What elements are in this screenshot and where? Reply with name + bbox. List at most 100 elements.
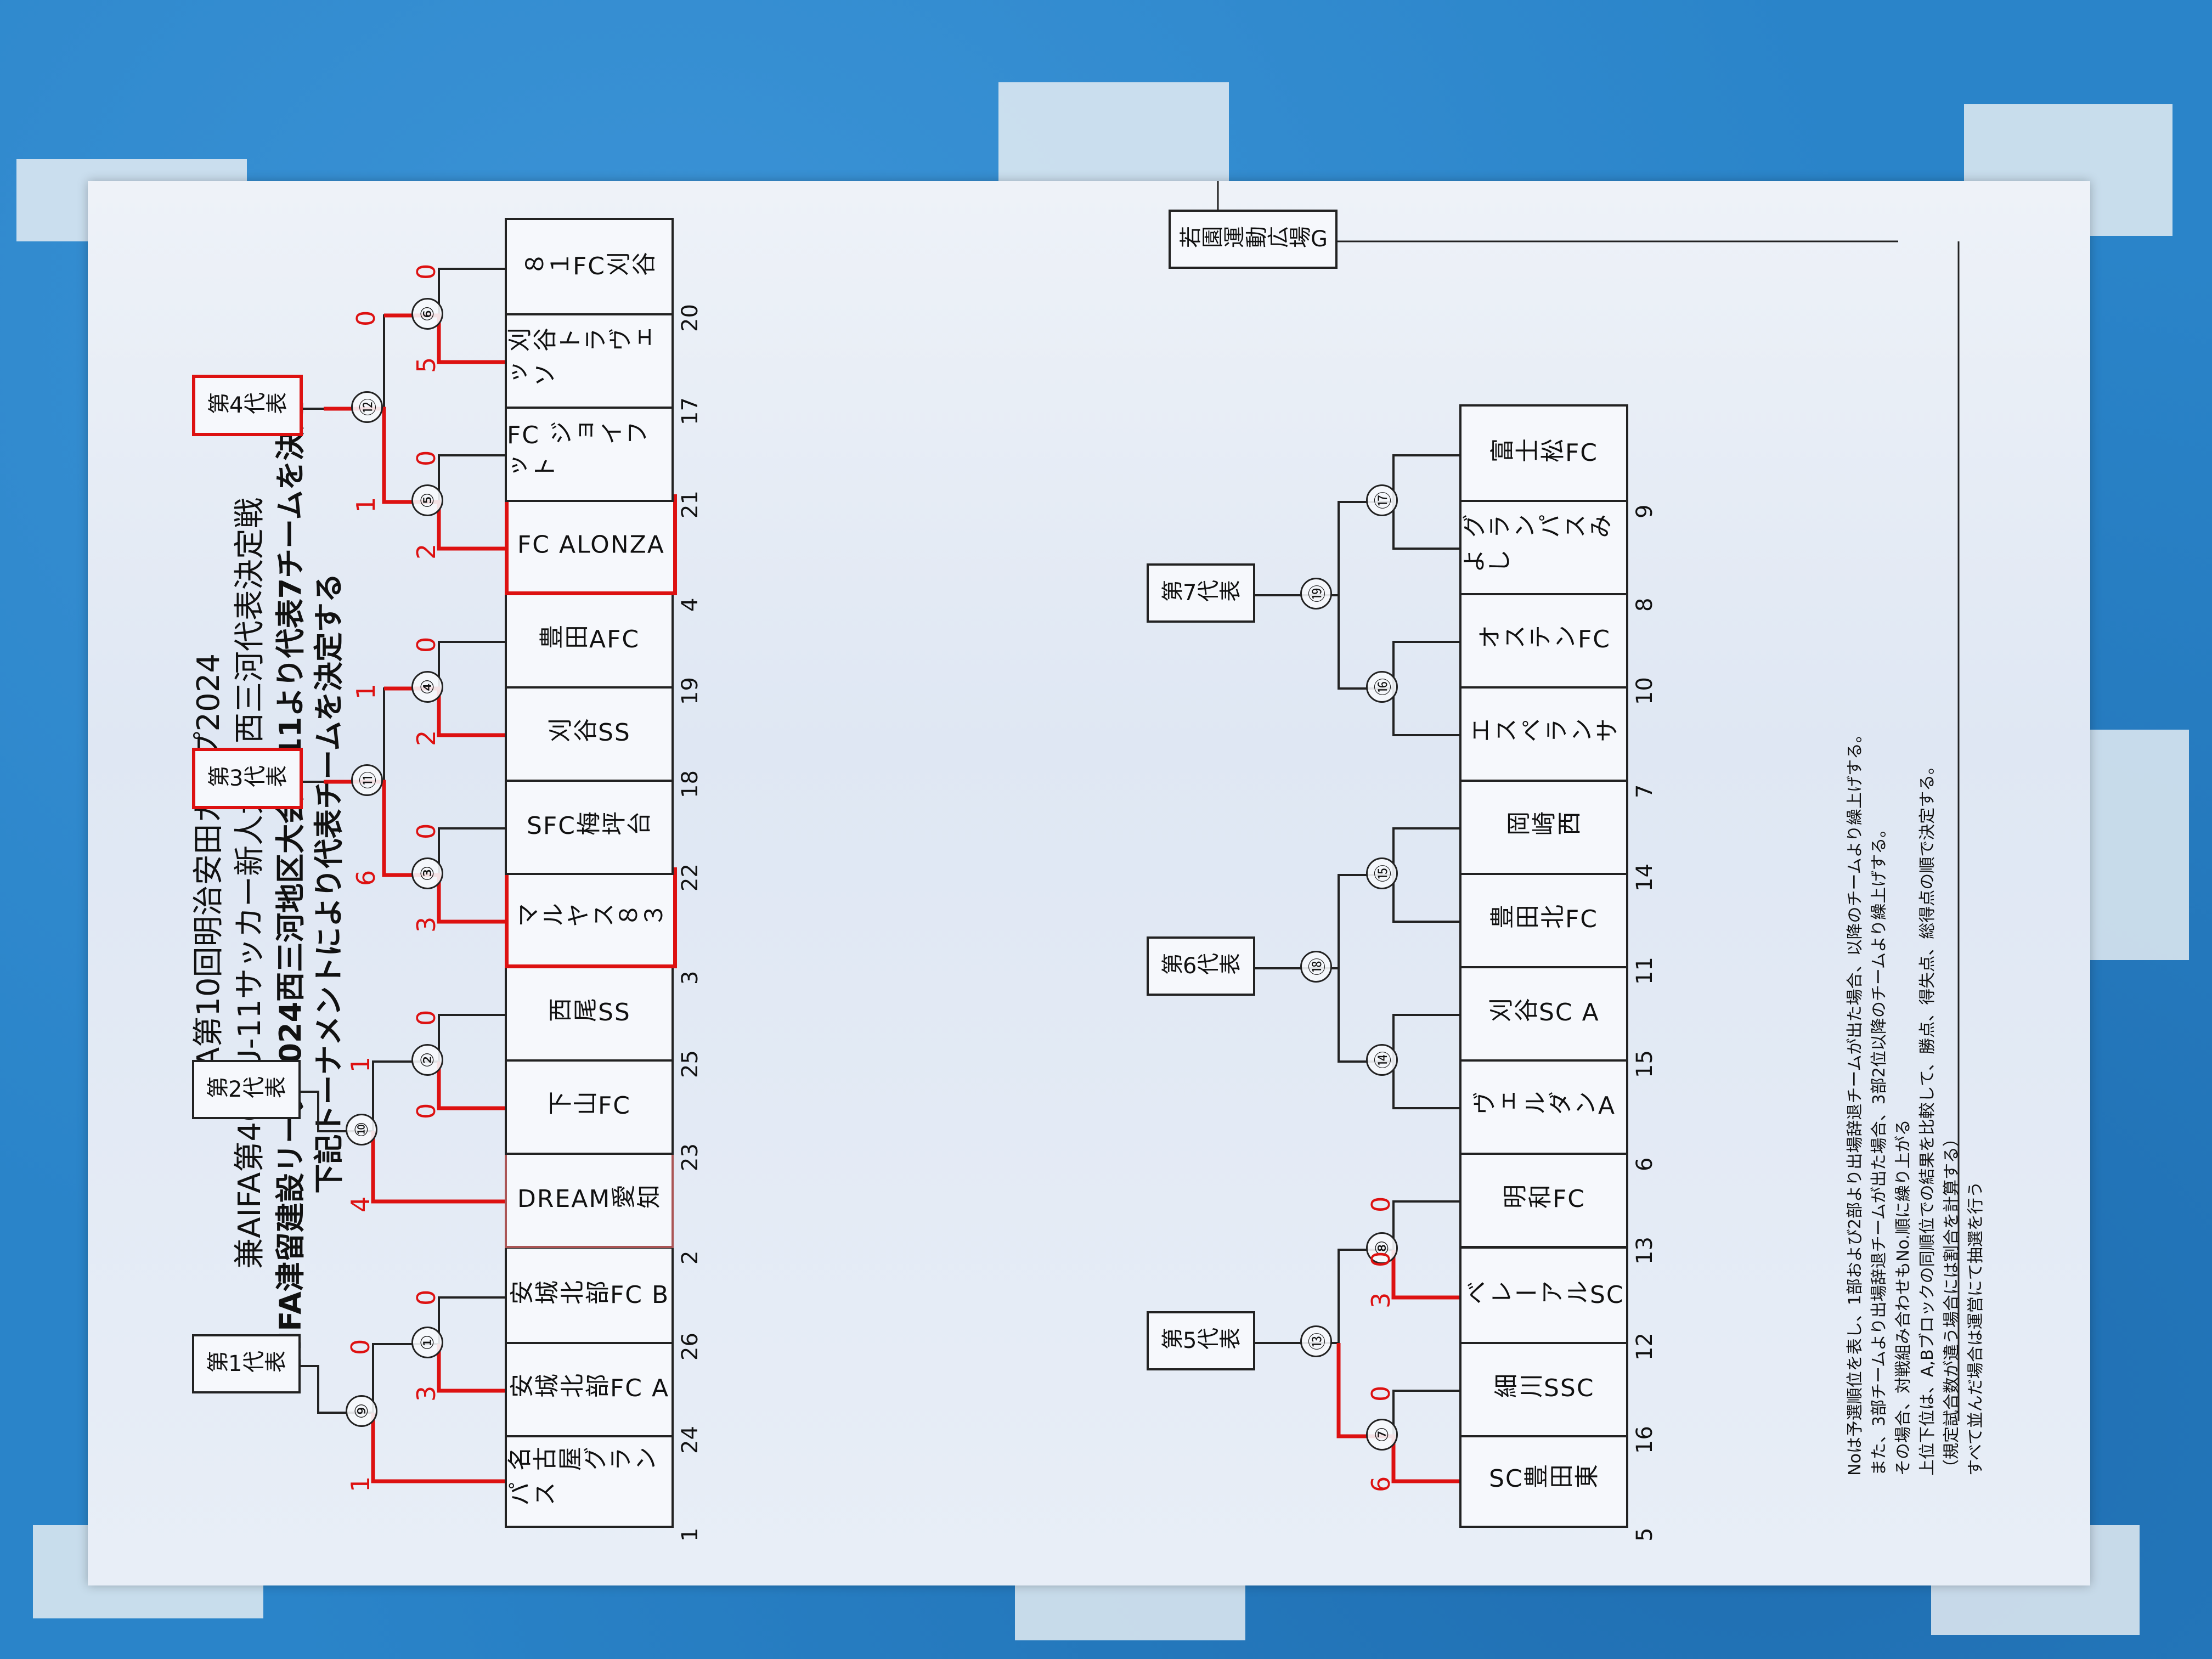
score-mark: 6 (351, 870, 381, 886)
match-number: ⑱ (1300, 951, 1332, 983)
team-box: 豊田北FC (1459, 871, 1628, 968)
match-number: ⑫ (351, 391, 383, 423)
seed-number: 19 (678, 677, 703, 705)
seed-number: 10 (1632, 677, 1657, 705)
seed-number: 15 (1632, 1050, 1657, 1078)
team-box: グランパスみよし (1459, 498, 1628, 595)
team-box: エスペランサ (1459, 684, 1628, 782)
match-number: ⑦ (1366, 1419, 1398, 1451)
seed-number: 2 (678, 1250, 703, 1265)
seed-number: 14 (1632, 864, 1657, 891)
seed-number: 17 (678, 397, 703, 425)
tournament-sheet: AIFA第10回明治安田カップ2024 兼AIFA第46回U-11サッカー新人大… (88, 181, 2090, 1585)
score-mark: 0 (411, 636, 441, 653)
seed-number: 21 (678, 490, 703, 518)
score-mark: 5 (411, 357, 441, 373)
match-number: ① (411, 1327, 443, 1358)
team-box: 明和FC (1459, 1150, 1628, 1248)
match-number: ② (411, 1044, 443, 1076)
rep-box-3: 第3代表 (192, 748, 303, 809)
seed-number: 5 (1632, 1527, 1657, 1542)
team-box: マルヤス８３ (505, 867, 677, 968)
team-box: オステンFC (1459, 591, 1628, 689)
seed-number: 4 (678, 597, 703, 612)
team-box: 名古屋グランパス (505, 1430, 674, 1528)
match-number: ⑰ (1366, 484, 1398, 516)
match-number: ⑪ (351, 764, 383, 796)
score-mark: 0 (1366, 1251, 1396, 1267)
score-mark: 3 (1366, 1292, 1396, 1308)
match-number: ⑯ (1366, 671, 1398, 703)
bracket-lines (296, 181, 1960, 1483)
team-box: FC ALONZA (505, 494, 677, 595)
rep-box-2: 第2代表 (192, 1060, 301, 1119)
seed-number: 9 (1632, 504, 1657, 518)
team-box: 細川SSC (1459, 1340, 1628, 1437)
score-mark: 1 (351, 496, 381, 513)
note-line: すべて並んだ場合は運営にて抽選を行う (1966, 1181, 1985, 1476)
note-line: その場合、対戦組み合わせもNo.順に繰り上がる (1894, 1119, 1913, 1476)
match-number: ⑩ (346, 1114, 377, 1146)
match-number: ③ (411, 857, 443, 889)
notes-block: Noは予選順位を表し、1部および2部より出場辞退チームが出た場合、以降のチームよ… (1843, 296, 1988, 1476)
note-line: Noは予選順位を表し、1部および2部より出場辞退チームが出た場合、以降のチームよ… (1846, 726, 1865, 1476)
team-box: ベレーアルSC (1459, 1246, 1628, 1344)
score-mark: 0 (351, 310, 381, 326)
score-mark: 0 (1366, 1196, 1396, 1212)
score-mark: 0 (411, 1009, 441, 1026)
match-number: ⑮ (1366, 857, 1398, 889)
score-mark: 0 (346, 1339, 375, 1355)
note-line: また、3部チームより出場辞退チームが出た場合、3部2位以降のチームより繰上げする… (1870, 821, 1889, 1476)
seed-number: 18 (678, 770, 703, 798)
rep-box-4: 第4代表 (192, 375, 303, 436)
match-number: ⑲ (1300, 578, 1332, 610)
team-box: 安城北部FC B (505, 1246, 674, 1344)
team-box: 岡崎西 (1459, 777, 1628, 875)
team-box: 西尾SS (505, 964, 674, 1062)
seed-number: 3 (678, 970, 703, 985)
seed-number: 7 (1632, 784, 1657, 798)
score-mark: 0 (411, 450, 441, 466)
team-box: DREAM愛知 (505, 1150, 674, 1248)
team-box: 刈谷SC A (1459, 964, 1628, 1062)
seed-number: 8 (1632, 597, 1657, 612)
match-number: ⑭ (1366, 1044, 1398, 1076)
score-mark: 4 (346, 1196, 375, 1212)
match-number: ⑬ (1300, 1325, 1332, 1357)
seed-number: 6 (1632, 1157, 1657, 1171)
score-mark: 1 (346, 1476, 375, 1492)
seed-number: 13 (1632, 1237, 1657, 1265)
seed-number: 23 (678, 1143, 703, 1171)
team-box: 豊田AFC (505, 591, 674, 689)
rep-box-6: 第6代表 (1147, 936, 1255, 996)
match-number: ⑥ (411, 298, 443, 330)
score-mark: 0 (411, 823, 441, 839)
seed-number: 24 (678, 1426, 703, 1454)
seed-number: 26 (678, 1333, 703, 1361)
score-mark: 2 (411, 543, 441, 560)
rep-box-7: 第7代表 (1147, 563, 1255, 623)
seed-number: 22 (678, 864, 703, 891)
score-mark: 0 (411, 263, 441, 280)
match-number: ④ (411, 671, 443, 703)
team-box: 下山FC (505, 1057, 674, 1155)
match-number: ⑨ (346, 1395, 377, 1427)
score-mark: 0 (411, 1289, 441, 1306)
team-box: ヴェルダンA (1459, 1057, 1628, 1155)
rep-box-1: 第1代表 (192, 1334, 301, 1393)
team-box: ８１FC刈谷 (505, 218, 674, 315)
score-mark: 6 (1366, 1476, 1396, 1492)
score-mark: 3 (411, 1385, 441, 1402)
score-mark: 3 (411, 916, 441, 933)
rep-box-5: 第5代表 (1147, 1311, 1255, 1370)
seed-number: 20 (678, 304, 703, 332)
seed-number: 11 (1632, 957, 1657, 985)
team-box: SC豊田東 (1459, 1430, 1628, 1528)
score-mark: 1 (351, 683, 381, 699)
seed-number: 1 (678, 1527, 703, 1542)
score-mark: 0 (411, 1103, 441, 1119)
score-mark: 0 (1366, 1385, 1396, 1402)
rotated-sheet-content: AIFA第10回明治安田カップ2024 兼AIFA第46回U-11サッカー新人大… (88, 181, 2090, 1585)
score-mark: 1 (346, 1056, 375, 1073)
note-line: 上位下位は、A,Bブロックの同順位での結果を比較して、勝点、得失点、総得点の順で… (1918, 758, 1937, 1476)
